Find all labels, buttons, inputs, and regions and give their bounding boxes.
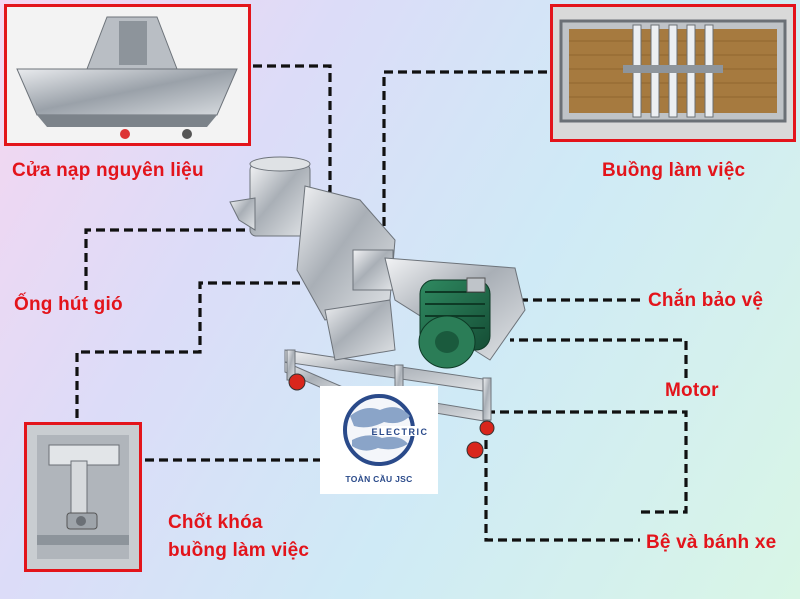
label-air-duct: Ống hút gió bbox=[14, 294, 123, 315]
logo-caption: TOÀN CẦU JSC bbox=[345, 474, 413, 484]
grinding-chamber bbox=[296, 185, 396, 361]
chamber-lock-photo bbox=[24, 422, 142, 572]
feed-inlet-photo bbox=[4, 4, 251, 146]
label-guard: Chắn bảo vệ bbox=[648, 290, 764, 311]
feed-hopper bbox=[229, 156, 311, 237]
leader-line-air-duct bbox=[84, 228, 245, 290]
electric-motor bbox=[418, 277, 491, 369]
working-chamber-photo bbox=[550, 4, 796, 142]
globe-logo-icon: ELECTRIC bbox=[343, 394, 429, 466]
leader-line-base-upper bbox=[486, 410, 688, 514]
logo-brand-text: ELECTRIC bbox=[372, 427, 429, 437]
leader-line-working-chamber bbox=[382, 70, 547, 230]
label-base-wheels: Bệ và bánh xe bbox=[646, 532, 777, 553]
leader-line-base-lower bbox=[484, 412, 640, 542]
leader-line-motor bbox=[510, 338, 688, 378]
leader-line-chamber-lock-upper bbox=[75, 281, 300, 418]
label-motor: Motor bbox=[665, 380, 719, 401]
company-logo: ELECTRIC TOÀN CẦU JSC bbox=[320, 386, 438, 494]
label-feed-inlet: Cửa nạp nguyên liệu bbox=[12, 160, 204, 181]
label-working-chamber: Buồng làm việc bbox=[602, 160, 746, 181]
hammer-mill-machine bbox=[229, 156, 526, 459]
label-chamber-lock-line2: buồng làm việc bbox=[168, 540, 310, 561]
label-chamber-lock-line1: Chốt khóa bbox=[168, 512, 263, 533]
